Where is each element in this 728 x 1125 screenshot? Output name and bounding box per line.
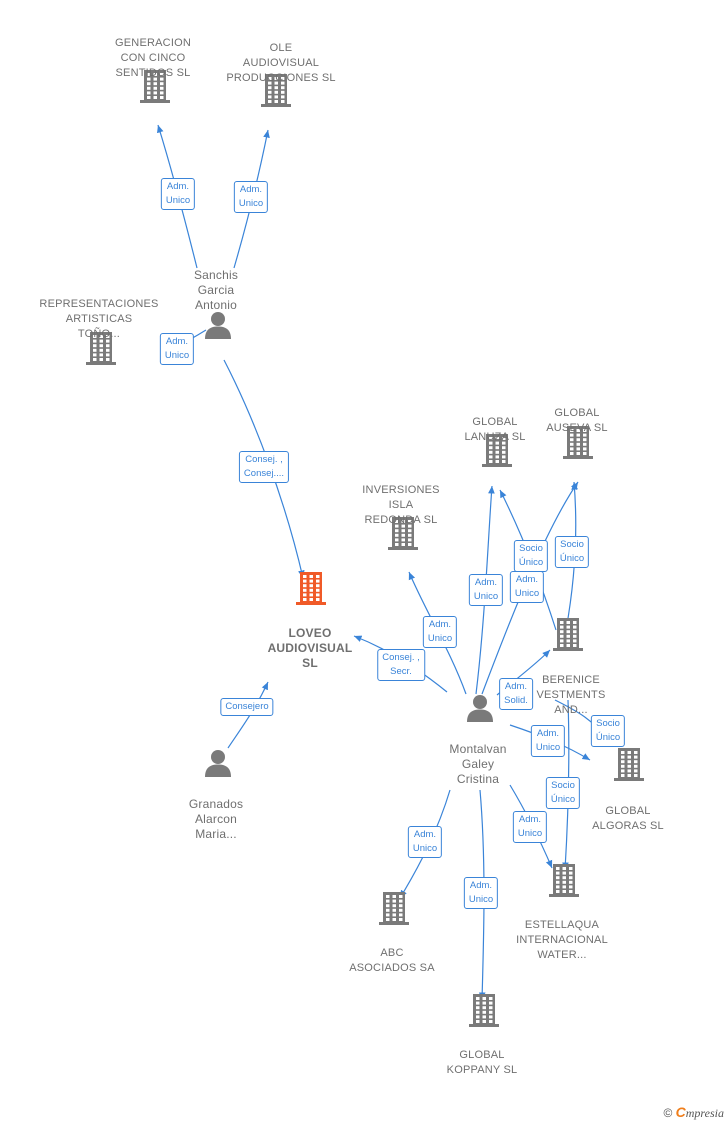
building-icon[interactable] (85, 330, 117, 371)
building-icon[interactable] (139, 68, 171, 109)
footer-brand[interactable]: © Cmpresia (663, 1104, 724, 1121)
building-icon[interactable] (378, 890, 410, 931)
building-icon[interactable] (468, 992, 500, 1033)
edge-label-sanchis-to-ole[interactable]: Adm.Unico (233, 181, 269, 213)
edge-label-sanchis-to-generacion[interactable]: Adm.Unico (160, 178, 196, 210)
copyright-symbol: © (663, 1106, 673, 1120)
edge-label-montalvan-to-lanuza[interactable]: Adm.Unico (468, 574, 504, 606)
building-icon[interactable] (260, 72, 292, 113)
building-icon[interactable] (613, 746, 645, 787)
brand-name: mpresia (685, 1106, 724, 1120)
building-icon[interactable] (295, 570, 327, 611)
edge-label-montalvan-to-loveo[interactable]: Consej. ,Secr. (377, 649, 425, 681)
person-icon[interactable] (465, 693, 495, 728)
building-icon[interactable] (387, 515, 419, 556)
building-icon[interactable] (548, 862, 580, 903)
brand-initial: C (675, 1104, 686, 1120)
building-icon[interactable] (552, 616, 584, 657)
edge-label-sanchis-to-representaciones[interactable]: Adm.Unico (159, 333, 195, 365)
edge-label-montalvan-to-algoras[interactable]: Adm.Unico (530, 725, 566, 757)
edge-label-montalvan-to-koppany[interactable]: Adm.Unico (463, 877, 499, 909)
edge-label-montalvan-to-estellaqua[interactable]: Adm.Unico (512, 811, 548, 843)
person-icon[interactable] (203, 748, 233, 783)
edge-label-montalvan-to-auseva[interactable]: Adm.Unico (509, 571, 545, 603)
edge-label-montalvan-to-berenice[interactable]: Adm.Solid. (499, 678, 533, 710)
edge-label-montalvan-to-abc[interactable]: Adm.Unico (407, 826, 443, 858)
edge-granados-to-loveo (227, 681, 269, 749)
edge-label-sanchis-to-loveo[interactable]: Consej. ,Consej.... (238, 451, 290, 483)
building-icon[interactable] (562, 424, 594, 465)
edge-label-montalvan-to-inversiones[interactable]: Adm.Unico (422, 616, 458, 648)
edge-label-granados-to-loveo[interactable]: Consejero (220, 698, 274, 716)
person-icon[interactable] (203, 310, 233, 345)
building-icon[interactable] (481, 432, 513, 473)
